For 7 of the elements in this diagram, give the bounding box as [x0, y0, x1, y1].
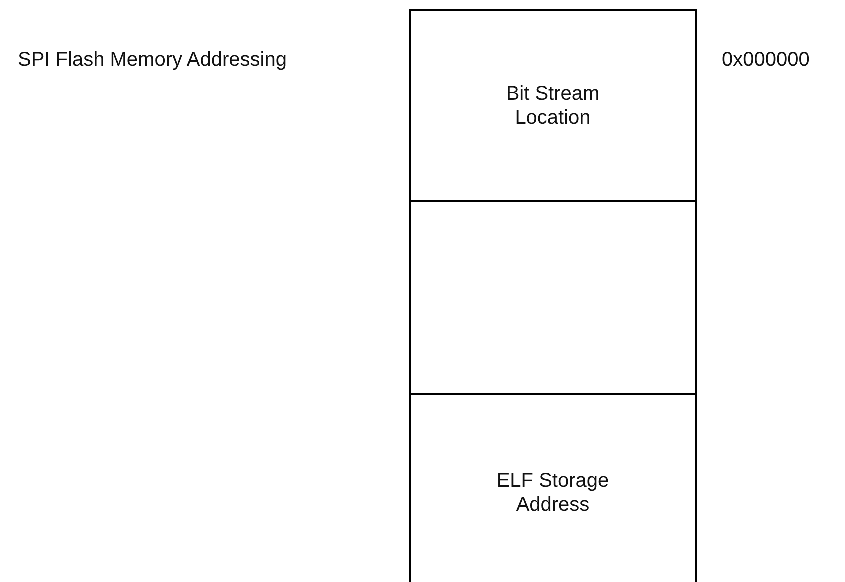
address-label: 0x000000 [722, 48, 810, 72]
block-label: Bit Stream Location [505, 82, 601, 130]
memory-block [409, 393, 697, 582]
memory-block [409, 9, 697, 202]
memory-map-heading: SPI Flash Memory Addressing [18, 48, 287, 72]
block-label: ELF Storage Address [496, 469, 610, 517]
memory-block [409, 200, 697, 395]
